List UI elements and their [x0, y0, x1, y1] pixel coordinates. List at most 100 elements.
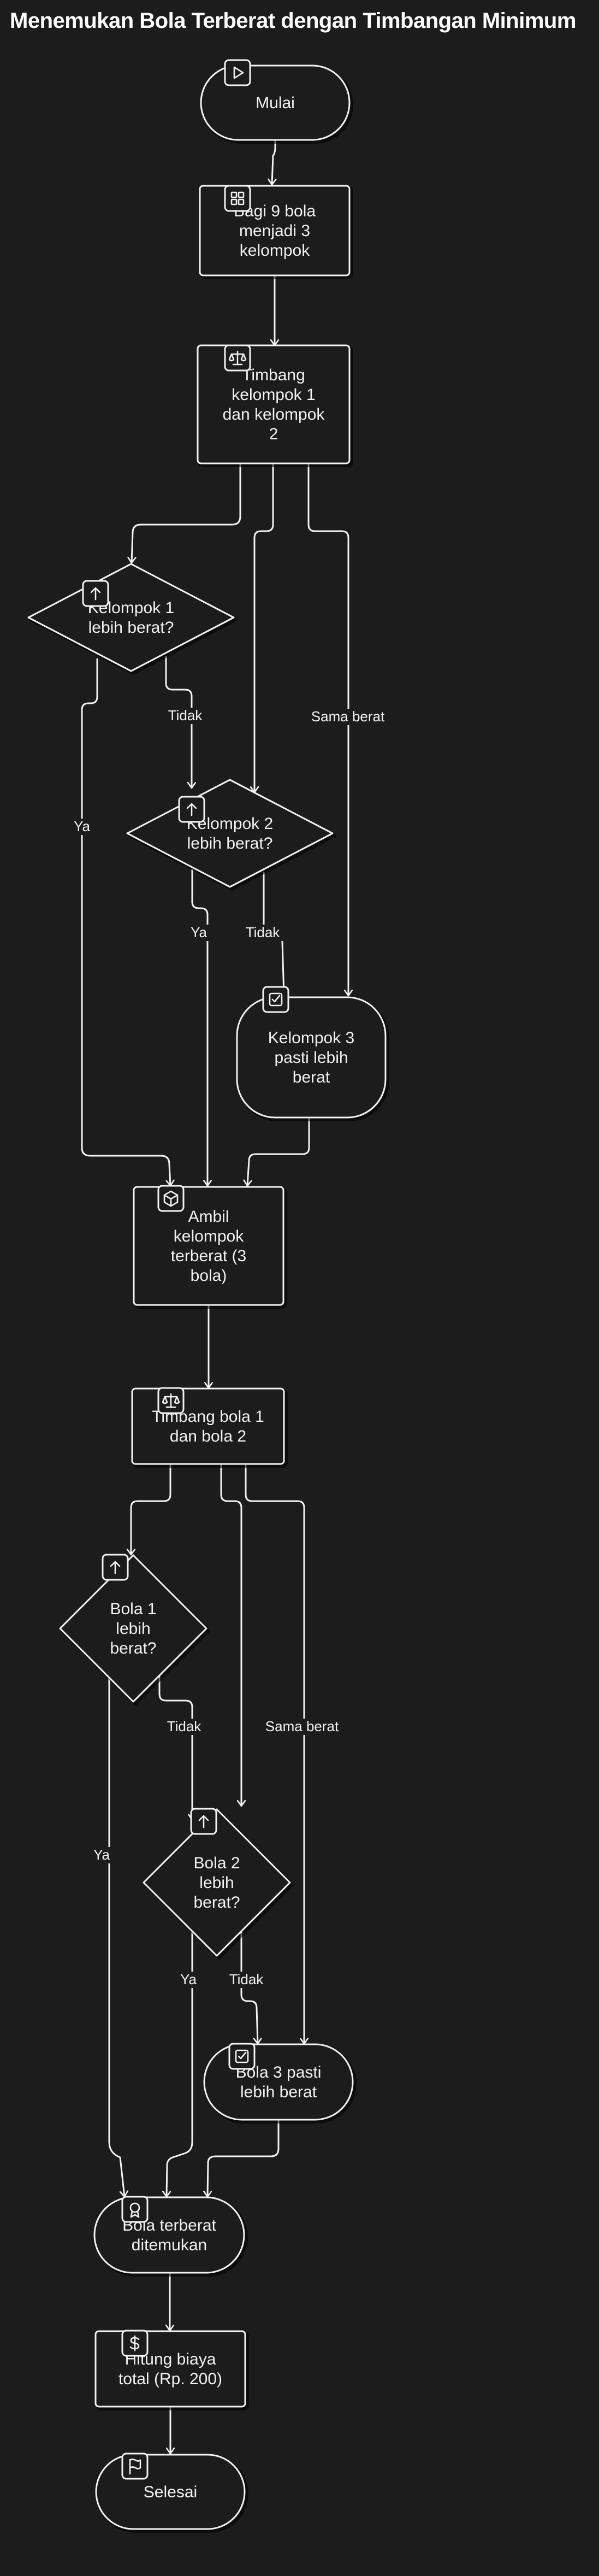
- weigh-groups-label-line-2: kelompok 1: [232, 386, 315, 404]
- g3-heavier-label-line-2: pasti lebih: [274, 1049, 348, 1067]
- edge-label-text-groups-sama: Sama berat: [311, 708, 385, 725]
- edge-label-g2-ya: Ya: [188, 924, 209, 941]
- edge-label-b1-tidak: Tidak: [162, 1718, 206, 1735]
- b1-heavier-label-line-1: Bola 1: [110, 1600, 156, 1618]
- edge-label-b2-ya: Ya: [178, 1971, 199, 1988]
- edge-label-text-g1-ya: Ya: [74, 818, 90, 834]
- g3-heavier-label-line-3: berat: [293, 1068, 330, 1086]
- edge-label-balls-sama: Sama berat: [261, 1718, 343, 1735]
- weigh-groups-label-line-4: 2: [269, 425, 278, 443]
- edge-label-text-balls-sama: Sama berat: [265, 1718, 339, 1734]
- g2-heavier-shape: [126, 779, 334, 888]
- grid-icon: [224, 185, 251, 212]
- edge-b2-found: [167, 1929, 193, 2197]
- end-label-line-1: Selesai: [144, 2483, 197, 2501]
- weigh-groups-label-line-1: Timbang: [242, 366, 305, 384]
- split-label-line-3: kelompok: [240, 242, 310, 260]
- scale-icon: [157, 1387, 185, 1414]
- edge-weigh-g2: [254, 463, 274, 792]
- edge-weigh-g1: [132, 463, 241, 563]
- play-icon: [224, 59, 251, 86]
- edge-label-b2-tidak: Tidak: [224, 1971, 268, 1988]
- edge-label-groups-sama: Sama berat: [307, 708, 389, 725]
- edge-label-g2-tidak: Tidak: [241, 924, 284, 941]
- g3-heavier-shape: [236, 996, 387, 1119]
- b3-heavier-shape: [203, 2043, 354, 2121]
- edge-weigh-g3: [307, 463, 348, 996]
- found-shape: [93, 2196, 245, 2274]
- found-label-line-2: ditemukan: [132, 2236, 207, 2254]
- scale-icon: [224, 344, 251, 372]
- edge-weighballs-b2: [220, 1465, 241, 1806]
- b3-heavier-label-line-2: lebih berat: [240, 2083, 317, 2101]
- edge-g1-g2: [165, 656, 192, 788]
- edge-label-text-b1-tidak: Tidak: [167, 1718, 202, 1734]
- split-label-line-2: menjadi 3: [239, 222, 310, 240]
- weigh-groups-shape: [197, 344, 351, 464]
- edge-label-g1-ya: Ya: [72, 818, 92, 835]
- b2-heavier-label-line-2: lebih: [199, 1874, 234, 1892]
- b2-heavier-label-line-3: berat?: [193, 1893, 240, 1912]
- node-end: Selesai: [95, 2454, 248, 2533]
- b2-heavier-label-line-1: Bola 2: [193, 1854, 240, 1872]
- edge-weighballs-b1: [131, 1465, 171, 1555]
- weigh-groups-label-line-3: dan kelompok: [223, 405, 325, 424]
- b1-heavier-label-line-3: berat?: [110, 1639, 156, 1657]
- check-icon: [262, 986, 289, 1013]
- edge-weighballs-b3: [245, 1465, 304, 2044]
- g3-heavier-label-line-1: Kelompok 3: [268, 1029, 354, 1047]
- edge-label-text-b1-ya: Ya: [93, 1846, 110, 1863]
- box-icon: [157, 1185, 185, 1212]
- edge-label-text-b2-tidak: Tidak: [229, 1971, 264, 1987]
- g2-heavier-label-line-2: lebih berat?: [187, 834, 273, 852]
- b1-heavier-label-line-2: lebih: [116, 1620, 150, 1638]
- b2-heavier-shape: [143, 1808, 291, 1957]
- edge-label-text-g1-tidak: Tidak: [168, 707, 203, 724]
- take-group-label-line-2: kelompok: [174, 1227, 244, 1245]
- take-group-shape: [133, 1186, 284, 1306]
- arrow-up-icon: [178, 796, 205, 823]
- edge-b3-found: [207, 2120, 280, 2197]
- g1-heavier-label-line-2: lebih berat?: [88, 619, 174, 637]
- take-group-label-line-4: bola): [191, 1267, 227, 1285]
- start-label-line-1: Mulai: [256, 94, 295, 112]
- dollar-icon: [121, 2330, 149, 2357]
- edge-g1-take: [81, 658, 170, 1186]
- take-group-label-line-1: Ambil: [188, 1208, 229, 1226]
- weigh-balls-shape: [131, 1387, 285, 1465]
- edge-label-b1-ya: Ya: [91, 1846, 112, 1863]
- take-group-label-line-3: terberat (3: [171, 1247, 246, 1265]
- arrow-up-icon: [82, 580, 109, 607]
- edge-label-g1-tidak: Tidak: [163, 707, 207, 724]
- weigh-balls-label-line-2: dan bola 2: [170, 1427, 246, 1445]
- node-start: Mulai: [200, 64, 353, 144]
- cost-shape: [94, 2330, 246, 2408]
- diagram-title: Menemukan Bola Terberat dengan Timbangan…: [10, 9, 576, 33]
- edge-g3-take: [247, 1118, 310, 1186]
- arrow-up-icon: [102, 1554, 129, 1581]
- edge-b1-found: [108, 1678, 124, 2197]
- edge-label-text-g2-ya: Ya: [191, 924, 207, 940]
- edge-start-split: [272, 140, 275, 185]
- flag-icon: [121, 2453, 149, 2480]
- check-icon: [228, 2043, 256, 2070]
- edge-b2-b3: [240, 1929, 258, 2044]
- award-icon: [121, 2196, 149, 2223]
- cost-label-line-2: total (Rp. 200): [118, 2370, 222, 2388]
- arrow-up-icon: [190, 1808, 217, 1835]
